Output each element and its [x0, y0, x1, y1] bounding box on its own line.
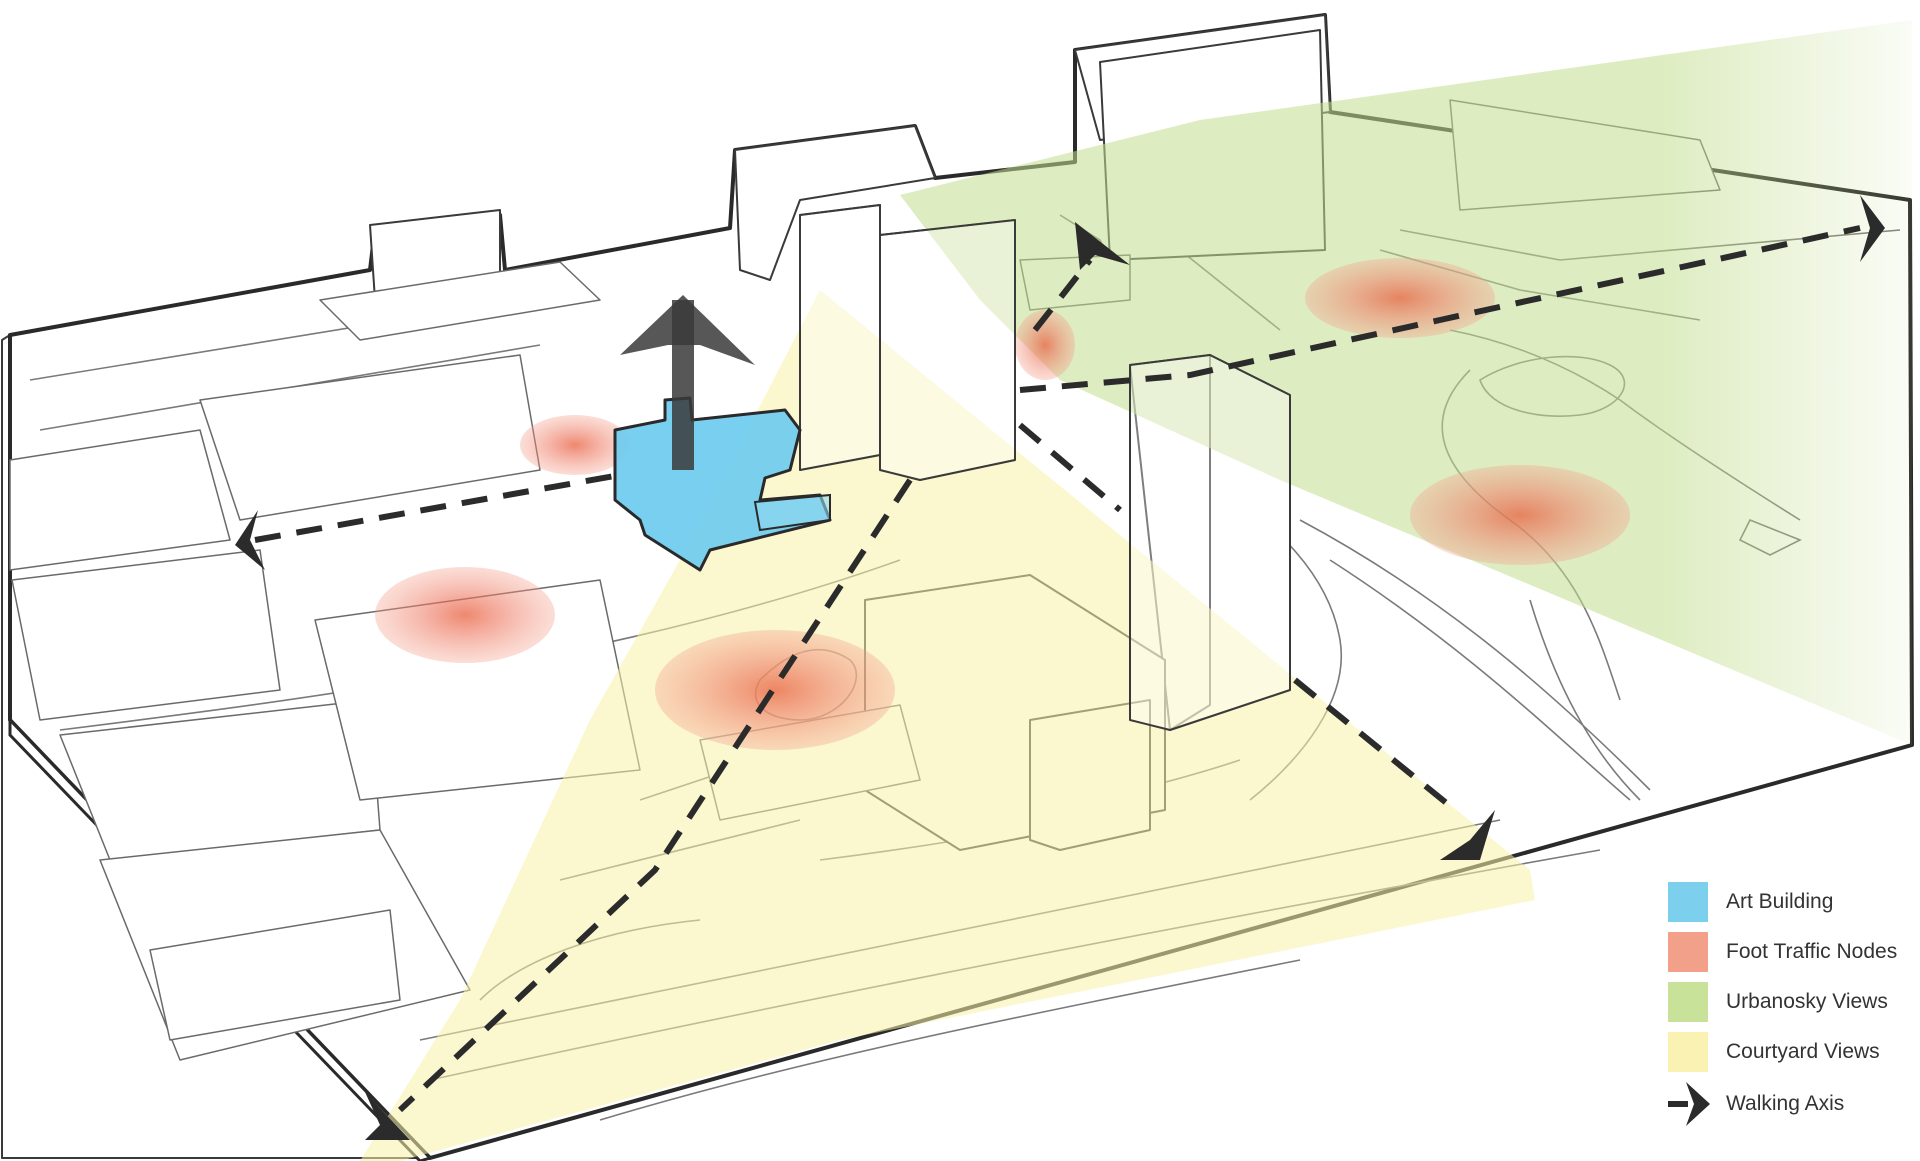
- legend-item-urbanosky-views: Urbanosky Views: [1668, 980, 1908, 1030]
- foot-traffic-node: [1015, 310, 1075, 380]
- legend-label: Foot Traffic Nodes: [1726, 940, 1898, 963]
- foot-traffic-node: [1410, 465, 1630, 565]
- walking-axis-arrow-icon: [1668, 1082, 1710, 1126]
- foot-traffic-node: [375, 567, 555, 663]
- walking-axis-line: [1032, 258, 1093, 332]
- walking-axes: [235, 195, 1885, 1140]
- legend-item-foot-traffic-nodes: Foot Traffic Nodes: [1668, 930, 1908, 980]
- art-building-swatch: [1668, 882, 1708, 922]
- courtyard-swatch: [1668, 1032, 1708, 1072]
- foot-traffic-node: [520, 415, 630, 475]
- urbanosky-swatch: [1668, 982, 1708, 1022]
- legend-label: Art Building: [1726, 890, 1834, 913]
- legend-label: Urbanosky Views: [1726, 990, 1888, 1013]
- walking-axis-line: [254, 472, 621, 543]
- walking-axis-line: [397, 478, 913, 1113]
- legend-item-courtyard-views: Courtyard Views: [1668, 1030, 1908, 1080]
- walking-axis-arrowhead: [365, 1092, 410, 1140]
- art-building-view-arrow: [620, 295, 755, 470]
- art-building: [613, 396, 832, 572]
- legend-label: Courtyard Views: [1726, 1040, 1880, 1063]
- legend-item-walking-axis: Walking Axis: [1668, 1080, 1908, 1136]
- foot-traffic-node: [655, 630, 895, 750]
- foot-traffic-swatch: [1668, 932, 1708, 972]
- walking-axis-line: [1019, 225, 1861, 393]
- walking-axis-arrowhead: [1860, 195, 1885, 262]
- urbanosky-views-zone: [900, 20, 1912, 745]
- towers: [799, 204, 1291, 731]
- walking-axis-arrowhead: [1075, 222, 1130, 270]
- foot-traffic-nodes: [375, 258, 1630, 750]
- courtyard-views-zone: [360, 290, 1535, 1161]
- walking-axis-line: [1293, 677, 1457, 813]
- walking-axis-line: [1018, 422, 1122, 513]
- legend-item-art-building: Art Building: [1668, 880, 1908, 930]
- legend-label: Walking Axis: [1726, 1092, 1845, 1115]
- walking-axis-arrowhead: [235, 510, 265, 570]
- walking-axis-arrowhead: [1440, 810, 1495, 860]
- legend: Art Building Foot Traffic Nodes Urbanosk…: [1668, 880, 1908, 1136]
